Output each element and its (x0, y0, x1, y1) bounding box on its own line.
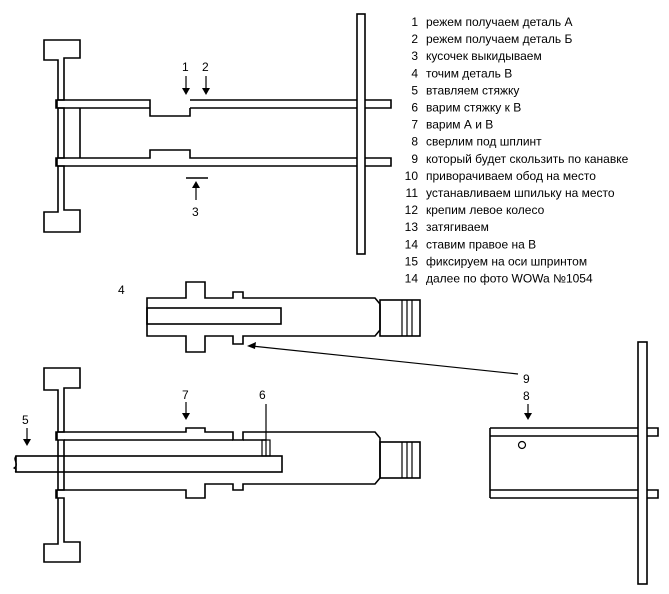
arrow-3-head (192, 181, 200, 188)
step-number: 7 (411, 118, 418, 132)
callout-4: 4 (118, 283, 125, 297)
step-number: 14 (405, 272, 419, 286)
arrows (23, 76, 532, 446)
step-number: 11 (406, 186, 419, 200)
step-number: 3 (411, 49, 418, 63)
callouts: 1 2 3 4 5 6 7 8 9 (22, 60, 530, 427)
arrow-2-head (202, 88, 210, 95)
bottom-upper-body (57, 427, 381, 499)
right-part (489, 341, 659, 585)
step-number: 9 (411, 152, 418, 166)
step-number: 6 (411, 101, 418, 115)
callout-2: 2 (202, 60, 209, 74)
step-text: затягиваем (426, 220, 489, 234)
step-text: далее по фото WOWa №1054 (426, 272, 593, 286)
pin-hole (517, 440, 527, 450)
step-number: 1 (411, 15, 418, 29)
arrow-7-head (182, 413, 190, 420)
callout-5: 5 (22, 413, 29, 427)
step-text: кусочек выкидываем (426, 49, 542, 63)
top-assembly (43, 13, 392, 255)
tie-rod (15, 455, 283, 473)
step-text: устанавливаем шпильку на место (426, 186, 615, 200)
step-number: 12 (405, 203, 419, 217)
arrow-8-head (524, 413, 532, 420)
right-tube (489, 427, 659, 499)
bottom-end (379, 441, 421, 479)
step-number: 4 (411, 66, 418, 80)
detail-4-bore (146, 307, 282, 325)
step-number: 2 (411, 32, 418, 46)
callout-6: 6 (259, 388, 266, 402)
top-left-hub (43, 39, 81, 233)
top-lower-band (57, 149, 392, 167)
step-list: 1 режем получаем деталь А 2 режем получаем … (405, 15, 629, 286)
top-right-plate (356, 13, 366, 255)
step-number: 15 (405, 254, 419, 268)
detail-4 (146, 281, 421, 353)
step-text: приворачиваем обод на место (426, 169, 596, 183)
tie-rod-break (12, 455, 17, 473)
step-text: втавляем стяжку (426, 83, 519, 97)
callout-9: 9 (523, 372, 530, 386)
right-plate (637, 341, 648, 585)
top-upper-band (57, 99, 392, 117)
callout-7: 7 (182, 388, 189, 402)
step-text: варим стяжку к В (426, 101, 521, 115)
step-number: 14 (405, 237, 419, 251)
detail-4-outline (146, 281, 381, 353)
step-text: крепим левое колесо (426, 203, 545, 217)
bottom-left-hub (43, 367, 81, 563)
arrow-1-head (182, 88, 190, 95)
callout-1: 1 (182, 60, 189, 74)
callout-8: 8 (523, 389, 530, 403)
step-text: сверлим под шплинт (426, 135, 542, 149)
step-number: 5 (411, 83, 418, 97)
step-text: точим деталь В (426, 66, 512, 80)
step-text: варим А и В (426, 118, 493, 132)
step-number: 10 (405, 169, 419, 183)
callout-3: 3 (192, 205, 199, 219)
arrow-5-head (23, 439, 31, 446)
step-text: ставим правое на В (426, 237, 536, 251)
detail-4-end (379, 299, 421, 337)
step-number: 8 (411, 135, 418, 149)
step-number: 13 (405, 220, 419, 234)
step-text: который будет скользить по канавке (426, 152, 629, 166)
arrow-9-head (247, 342, 256, 349)
arrow-9-line (251, 345, 519, 375)
step-text: фиксируем на оси шпринтом (426, 254, 587, 268)
step-text: режем получаем деталь А (426, 15, 573, 29)
step-text: режем получаем деталь Б (426, 32, 572, 46)
bottom-assembly (12, 367, 421, 563)
